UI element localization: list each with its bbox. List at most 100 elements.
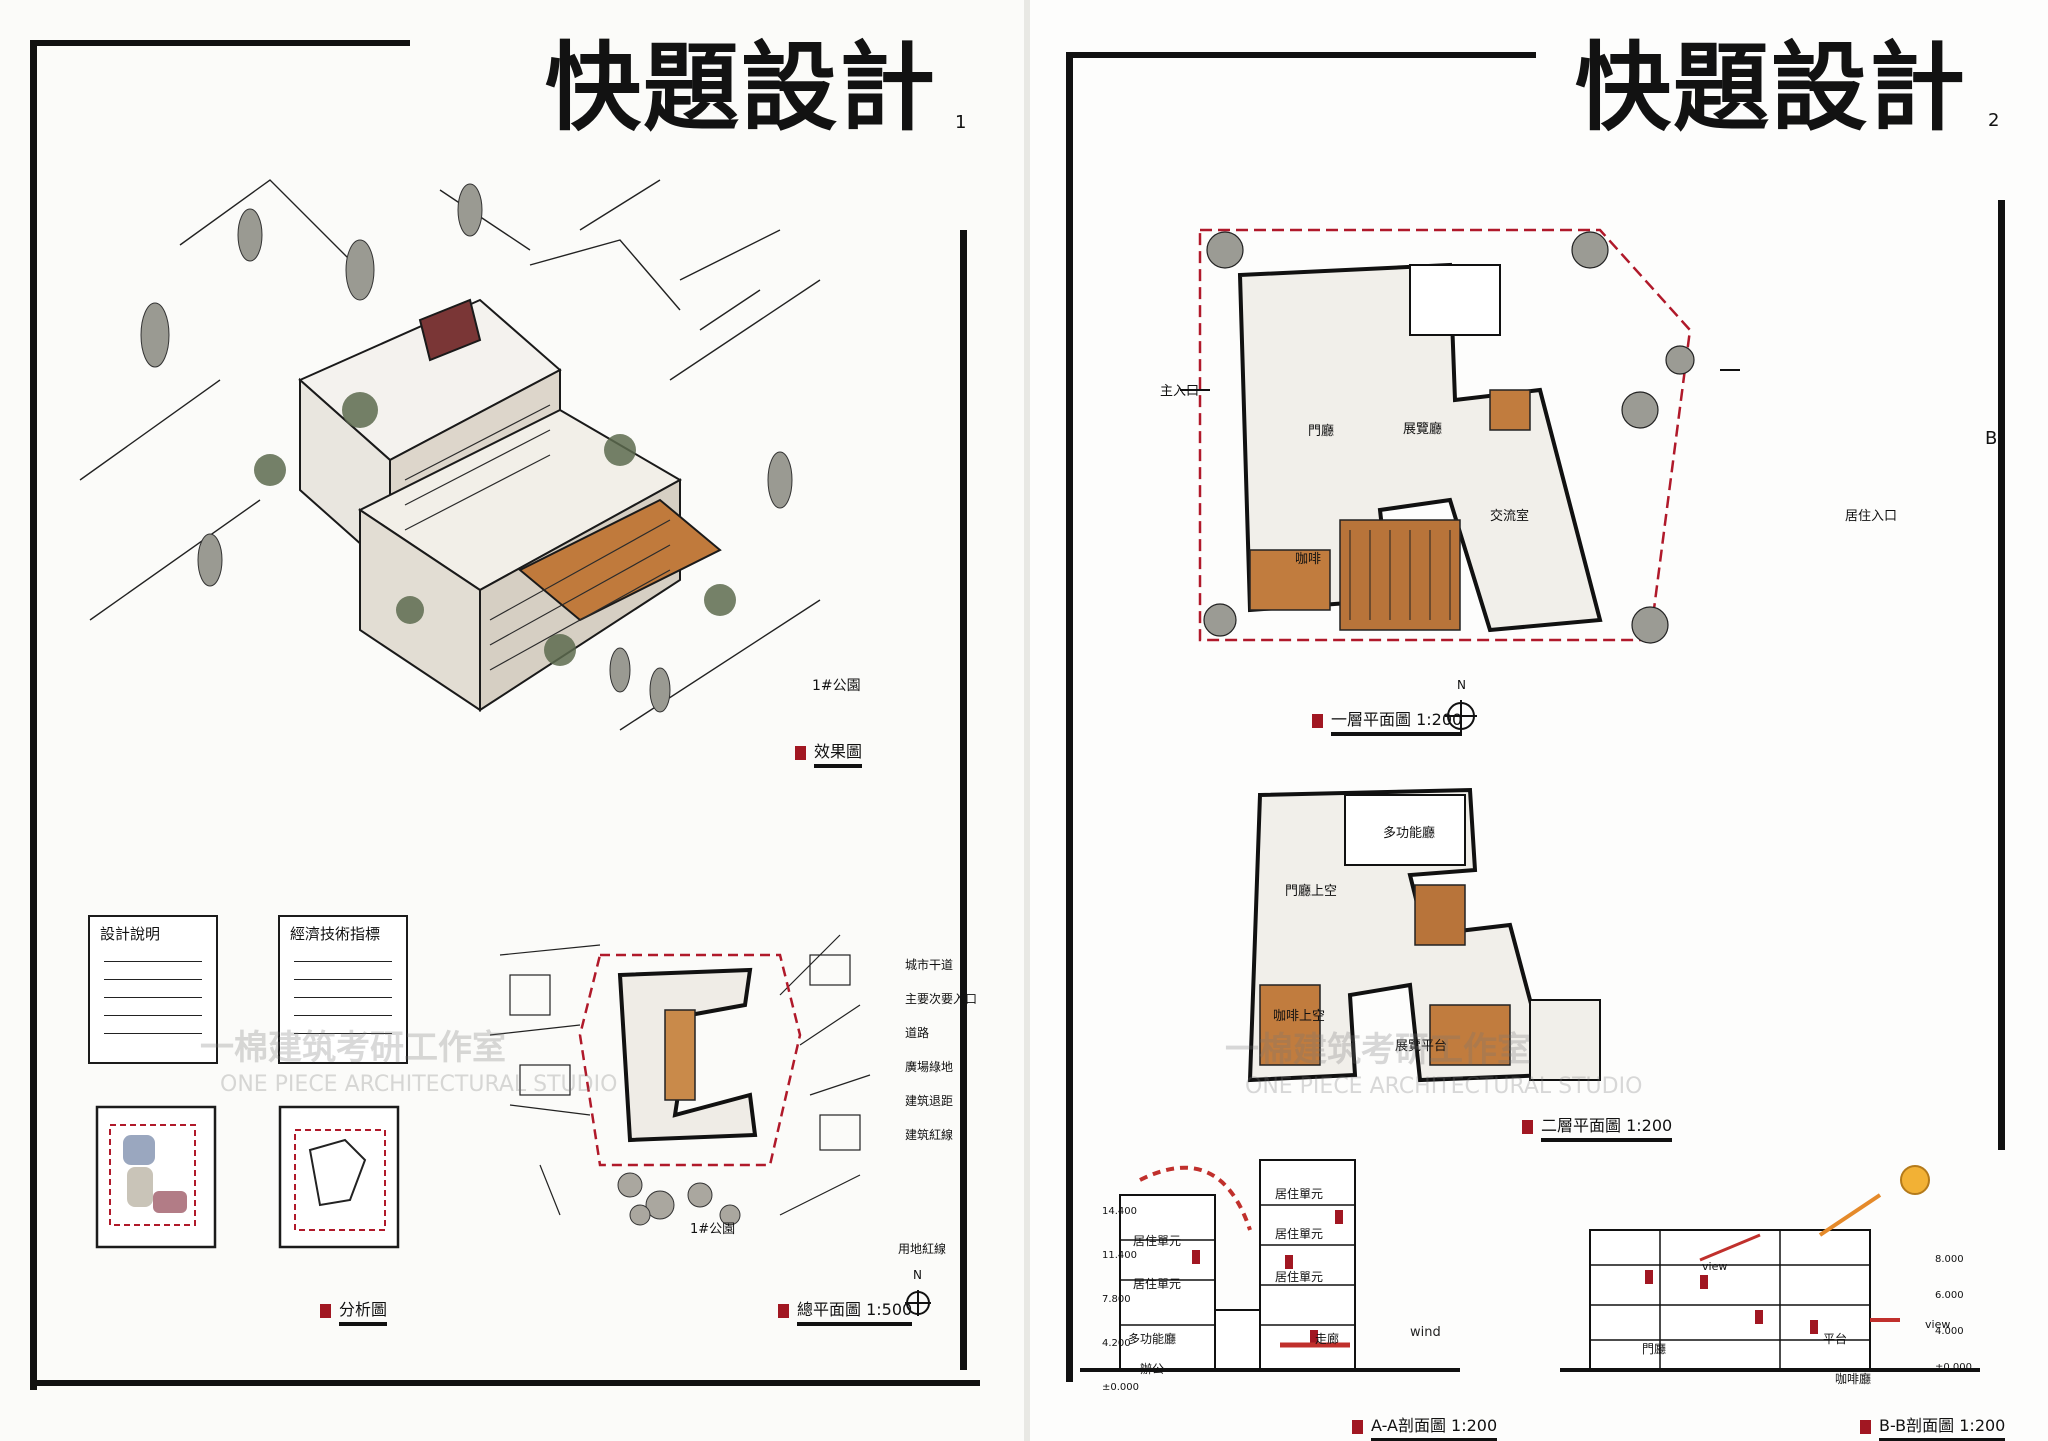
sheet-number: 2 [1988,110,2000,131]
plan1-caption-text: 一層平面圖 1:200 [1331,706,1463,736]
design-sheet-2: 快題設計 2 A A B B 主入口 門廳 展覽廳 交流室 咖啡 居住入口 一層… [1030,0,2048,1441]
elevation-mark: ±0.000 [1102,1382,1140,1393]
design-sheet-1: 快題設計 1 [30,31,980,1390]
aa-room-office: 辦公 [1140,1362,1165,1376]
bb-room-terrace: 平台 [1823,1332,1848,1346]
aa-elevation-marks: 14.400 11.400 7.800 4.200 ±0.000 [1102,1190,1139,1410]
legend-item: 廣場綠地 [905,1060,954,1074]
aa-wind-label: wind [1410,1325,1441,1340]
tech-indicators-title: 經濟技術指標 [290,925,381,943]
caption-marker [1352,1420,1363,1434]
room-exhibition-terrace: 展覽平台 [1395,1039,1448,1054]
frame-top-line [30,40,410,46]
north-label: N [1457,678,1466,692]
legend-item: 道路 [905,1026,930,1040]
elevation-mark: 11.400 [1102,1250,1137,1261]
site-plan-caption-text: 總平面圖 1:500 [797,1296,913,1326]
room-exchange: 交流室 [1490,509,1530,524]
perspective-caption-text: 效果圖 [814,738,863,768]
aa-room-residential-5: 居住單元 [1275,1270,1324,1284]
room-cafe-void: 咖啡上空 [1273,1009,1326,1024]
design-notes-box: 設計說明 [88,915,218,1064]
section-aa [1080,1159,1460,1372]
section-bb-caption: B-B剖面圖 1:200 [1860,1412,2006,1441]
room-lobby-void: 門廳上空 [1285,884,1338,899]
site-redline-label: 用地紅線 [898,1242,947,1256]
sheet-number: 1 [955,112,967,133]
aa-room-residential-3: 居住單元 [1275,1187,1324,1201]
bb-view-label-1: view [1702,1260,1728,1273]
section-bb-caption-text: B-B剖面圖 1:200 [1879,1412,2006,1441]
frame-left-line [30,40,37,1390]
section-aa-caption-text: A-A剖面圖 1:200 [1371,1412,1498,1441]
room-lobby: 門廳 [1308,424,1335,439]
aa-room-residential-1: 居住單元 [1133,1234,1182,1248]
watermark-en: ONE PIECE ARCHITECTURAL STUDIO [220,1072,618,1097]
north-label: N [913,1268,922,1282]
bb-elevation-marks: 8.000 6.000 4.000 ±0.000 [1935,1242,1972,1386]
frame-left-line [1066,52,1073,1382]
plan2-caption-text: 二層平面圖 1:200 [1541,1112,1673,1142]
room-cafe: 咖啡 [1295,552,1322,567]
room-residential-entrance: 居住入口 [1845,509,1898,524]
sheet-title: 快題設計 [1575,31,1967,144]
north-arrow-icon [1445,700,1477,732]
site-plan-caption: 總平面圖 1:500 [778,1296,913,1326]
caption-marker [778,1304,789,1318]
ground-floor-plan [1180,228,1740,644]
site-plan [489,934,871,1226]
aa-room-residential-4: 居住單元 [1275,1227,1324,1241]
design-notes-title: 設計說明 [100,925,161,943]
frame-top-line [1066,52,1536,58]
legend-item: 建筑紅線 [905,1128,954,1142]
caption-marker [1860,1420,1871,1434]
perspective-drawing [79,179,821,731]
caption-marker [320,1304,331,1318]
perspective-sublabel: 1#公園 [812,678,861,694]
elevation-mark: 7.800 [1102,1294,1131,1305]
elevation-mark: ±0.000 [1935,1362,1973,1373]
watermark-cn: 一棉建筑考研工作室 [1225,1030,1531,1070]
elevation-mark: 6.000 [1935,1290,1964,1301]
watermark-cn: 一棉建筑考研工作室 [200,1028,506,1068]
bb-room-lobby: 門廳 [1642,1342,1667,1356]
frame-right-line [960,230,967,1370]
sheet-gap [1024,0,1030,1441]
frame-right-line [1998,200,2005,1150]
room-main-entrance: 主入口 [1160,384,1200,399]
plan2-caption: 二層平面圖 1:200 [1522,1112,1673,1142]
section-aa-caption: A-A剖面圖 1:200 [1352,1412,1498,1441]
north-arrow-icon [905,1290,931,1316]
tech-indicators-box: 經濟技術指標 [278,915,408,1064]
site-plan-legend: 城市干道 主要次要入口 道路 廣場綠地 建筑退距 建筑紅線 [905,948,977,1152]
site-park-label: 1#公園 [690,1222,736,1237]
legend-item: 主要次要入口 [905,992,978,1006]
aa-room-corridor: 走廊 [1315,1332,1340,1346]
caption-marker [1312,714,1323,728]
perspective-caption: 效果圖 [795,738,863,768]
caption-marker [1522,1120,1533,1134]
bb-view-label-2: view [1925,1318,1951,1331]
legend-item: 建筑退距 [905,1094,954,1108]
elevation-mark: 8.000 [1935,1254,1964,1265]
second-floor-plan [1247,787,1601,1083]
elevation-mark: 4.200 [1102,1338,1131,1349]
elevation-mark: 14.400 [1102,1206,1137,1217]
aa-room-multipurpose: 多功能廳 [1128,1332,1177,1346]
analysis-diagrams [95,1105,400,1249]
caption-marker [795,746,806,760]
section-bb [1560,1165,1980,1372]
legend-item: 城市干道 [905,958,954,972]
analysis-caption: 分析圖 [320,1296,388,1326]
frame-bottom-line [30,1380,980,1386]
elevation-mark: 4.000 [1935,1326,1964,1337]
bb-room-cafe: 咖啡廳 [1835,1372,1872,1386]
watermark-en: ONE PIECE ARCHITECTURAL STUDIO [1245,1074,1643,1099]
analysis-caption-text: 分析圖 [339,1296,388,1326]
room-multipurpose-hall: 多功能廳 [1383,826,1436,841]
aa-room-residential-2: 居住單元 [1133,1277,1182,1291]
sheet-title: 快題設計 [545,31,937,144]
plan1-caption: 一層平面圖 1:200 [1312,706,1463,736]
room-exhibition: 展覽廳 [1403,422,1443,437]
section-mark-b-left: B [1985,428,1998,449]
